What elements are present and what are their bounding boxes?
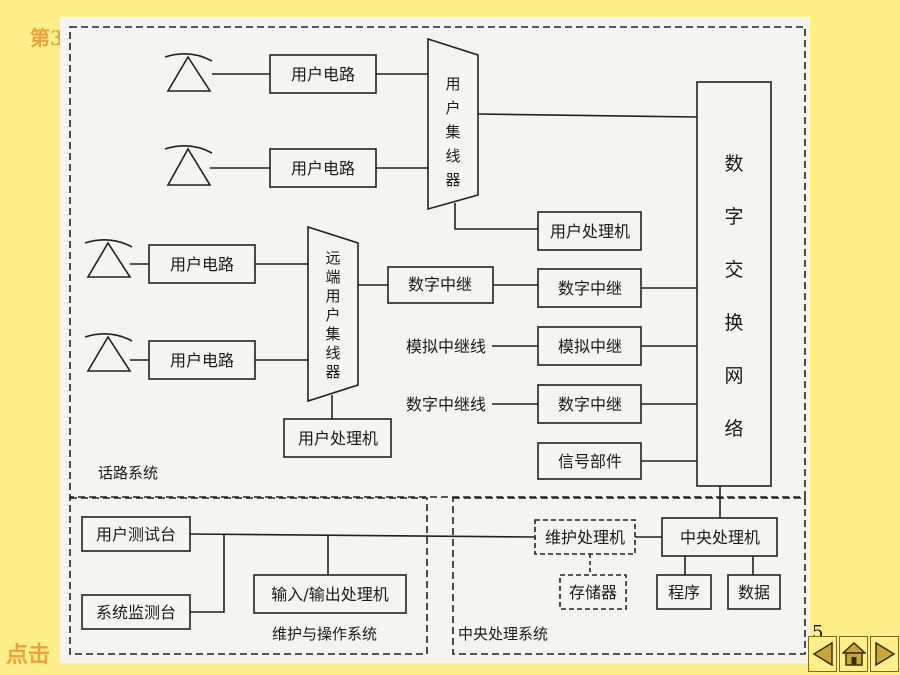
vertical-label-char: 远	[325, 249, 340, 267]
vertical-label-char: 线	[325, 344, 340, 362]
vertical-label-char: 用	[325, 287, 340, 305]
analog-trunk-line-label: 模拟中继线	[406, 337, 486, 356]
telephone-icon	[84, 239, 133, 278]
vertical-label-char: 集	[445, 123, 460, 141]
vertical-label-char: 交	[724, 259, 743, 281]
vertical-label-char: 网	[724, 365, 743, 387]
data-label: 数据	[738, 583, 770, 602]
triangle-right-icon	[874, 641, 895, 667]
program-box	[656, 574, 712, 610]
central-system-label: 中央处理系统	[458, 625, 548, 643]
remote-user-processor-label: 用户处理机	[298, 429, 378, 448]
vertical-label-char: 数	[724, 153, 743, 175]
vertical-label-char: 户	[325, 306, 340, 324]
slide-title: 第3	[30, 26, 64, 50]
navigation-bar	[808, 636, 900, 674]
user-circuit-label: 用户电路	[291, 65, 355, 84]
vertical-label-char: 络	[724, 418, 743, 440]
central-system-boundary	[452, 497, 806, 655]
vertical-label-char: 用	[445, 75, 460, 93]
vertical-label-char: 器	[445, 171, 460, 189]
digital-trunk-line-label: 数字中继线	[406, 395, 486, 414]
vertical-label-char: 端	[325, 268, 340, 286]
switching-system-diagram: 用户电路 用户电路 用户电路 用户电路 用户处理机 用户处理机 数字中继 数字中…	[69, 26, 806, 655]
vertical-label-char: 器	[325, 363, 340, 381]
prev-slide-button[interactable]	[808, 636, 837, 672]
vertical-label-char: 字	[724, 206, 743, 228]
vertical-label-char: 户	[445, 99, 460, 117]
analog-trunk-label: 模拟中继	[558, 337, 622, 356]
user-circuit-label: 用户电路	[170, 351, 234, 370]
user-processor-label: 用户处理机	[550, 222, 630, 241]
maintenance-system-boundary	[69, 497, 428, 655]
storage-box	[559, 574, 627, 610]
user-concentrator-box	[427, 37, 479, 211]
io-processor-label: 输入/输出处理机	[271, 585, 388, 604]
user-test-desk-label: 用户测试台	[96, 525, 176, 544]
telephone-icon	[164, 53, 213, 92]
system-monitor-desk-label: 系统监测台	[96, 603, 176, 622]
maintenance-system-label: 维护与操作系统	[272, 625, 377, 643]
vertical-label-char: 集	[325, 325, 340, 343]
home-icon	[841, 641, 866, 666]
digital-trunk-label: 数字中继	[558, 279, 622, 298]
central-processor-label: 中央处理机	[680, 528, 760, 547]
signal-unit-label: 信号部件	[558, 452, 622, 471]
data-box	[727, 574, 781, 610]
vertical-label-char: 换	[724, 312, 743, 334]
triangle-left-icon	[812, 641, 833, 667]
remote-user-processor-box	[283, 418, 392, 458]
home-button[interactable]	[839, 636, 868, 672]
maintenance-processor-label: 维护处理机	[545, 528, 625, 547]
click-hint[interactable]: 点击	[6, 643, 51, 668]
next-slide-button[interactable]	[870, 636, 899, 672]
vertical-label-char: 线	[445, 147, 460, 165]
storage-label: 存储器	[569, 583, 617, 602]
telephone-icon	[164, 145, 213, 186]
digital-trunk-label-2: 数字中继	[558, 395, 622, 414]
telephone-icon	[84, 333, 133, 372]
remote-user-concentrator-box	[307, 225, 359, 403]
user-circuit-label: 用户电路	[291, 159, 355, 178]
speech-system-label: 话路系统	[98, 464, 158, 482]
switching-network-box	[696, 81, 772, 487]
user-circuit-label: 用户电路	[170, 255, 234, 274]
diagram-photo: 用户电路 用户电路 用户电路 用户电路 用户处理机 用户处理机 数字中继 数字中…	[60, 17, 810, 663]
user-processor-box	[537, 211, 642, 251]
io-processor-box	[253, 574, 407, 614]
program-label: 程序	[668, 583, 700, 602]
digital-trunk-label-left: 数字中继	[408, 275, 472, 294]
speech-system-boundary	[69, 26, 806, 498]
page-number: 5	[812, 622, 824, 643]
